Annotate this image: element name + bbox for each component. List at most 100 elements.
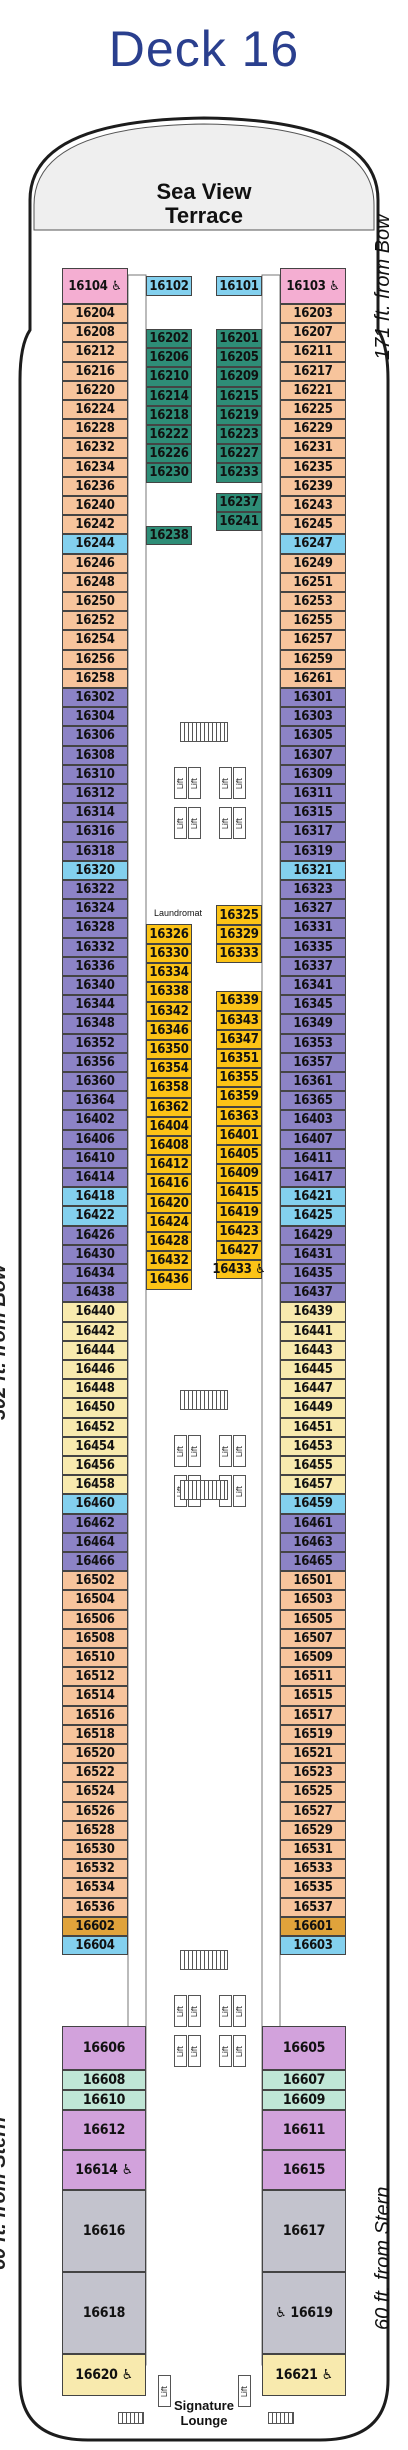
cabin-16518[interactable]: 16518 <box>62 1724 128 1744</box>
cabin-16507[interactable]: 16507 <box>280 1628 346 1648</box>
cabin-16444[interactable]: 16444 <box>62 1340 128 1360</box>
cabin-16347[interactable]: 16347 <box>216 1029 262 1049</box>
cabin-16337[interactable]: 16337 <box>280 956 346 976</box>
cabin-16519[interactable]: 16519 <box>280 1724 346 1744</box>
cabin-16442[interactable]: 16442 <box>62 1321 128 1341</box>
cabin-16418[interactable]: 16418 <box>62 1187 128 1207</box>
cabin-16516[interactable]: 16516 <box>62 1705 128 1725</box>
cabin-16615[interactable]: 16615 <box>262 2150 346 2190</box>
cabin-16441[interactable]: 16441 <box>280 1321 346 1341</box>
cabin-16101[interactable]: 16101 <box>216 276 262 296</box>
cabin-16427[interactable]: 16427 <box>216 1241 262 1261</box>
cabin-16604[interactable]: 16604 <box>62 1936 128 1956</box>
cabin-16302[interactable]: 16302 <box>62 688 128 708</box>
cabin-16414[interactable]: 16414 <box>62 1168 128 1188</box>
cabin-16609[interactable]: 16609 <box>262 2090 346 2110</box>
cabin-16307[interactable]: 16307 <box>280 745 346 765</box>
cabin-16433[interactable]: 16433 ♿ <box>212 1260 266 1280</box>
cabin-16520[interactable]: 16520 <box>62 1744 128 1764</box>
cabin-16242[interactable]: 16242 <box>62 515 128 535</box>
cabin-16342[interactable]: 16342 <box>146 1001 192 1021</box>
cabin-16224[interactable]: 16224 <box>62 400 128 420</box>
cabin-16426[interactable]: 16426 <box>62 1225 128 1245</box>
cabin-16330[interactable]: 16330 <box>146 944 192 964</box>
cabin-16102[interactable]: 16102 <box>146 276 192 296</box>
cabin-16306[interactable]: 16306 <box>62 726 128 746</box>
cabin-16203[interactable]: 16203 <box>280 304 346 324</box>
cabin-16447[interactable]: 16447 <box>280 1379 346 1399</box>
cabin-16450[interactable]: 16450 <box>62 1398 128 1418</box>
cabin-16235[interactable]: 16235 <box>280 457 346 477</box>
cabin-16504[interactable]: 16504 <box>62 1590 128 1610</box>
cabin-16351[interactable]: 16351 <box>216 1049 262 1069</box>
cabin-16462[interactable]: 16462 <box>62 1513 128 1533</box>
cabin-16225[interactable]: 16225 <box>280 400 346 420</box>
cabin-16510[interactable]: 16510 <box>62 1648 128 1668</box>
cabin-16252[interactable]: 16252 <box>62 611 128 631</box>
cabin-16325[interactable]: 16325 <box>216 905 262 925</box>
cabin-16226[interactable]: 16226 <box>146 444 192 464</box>
cabin-16536[interactable]: 16536 <box>62 1897 128 1917</box>
cabin-16229[interactable]: 16229 <box>280 419 346 439</box>
cabin-16506[interactable]: 16506 <box>62 1609 128 1629</box>
cabin-16406[interactable]: 16406 <box>62 1129 128 1149</box>
cabin-16324[interactable]: 16324 <box>62 899 128 919</box>
cabin-16251[interactable]: 16251 <box>280 572 346 592</box>
cabin-16355[interactable]: 16355 <box>216 1068 262 1088</box>
cabin-16453[interactable]: 16453 <box>280 1436 346 1456</box>
cabin-16305[interactable]: 16305 <box>280 726 346 746</box>
cabin-16336[interactable]: 16336 <box>62 956 128 976</box>
cabin-16249[interactable]: 16249 <box>280 553 346 573</box>
cabin-16354[interactable]: 16354 <box>146 1059 192 1079</box>
cabin-16434[interactable]: 16434 <box>62 1264 128 1284</box>
cabin-16608[interactable]: 16608 <box>62 2070 146 2090</box>
cabin-16362[interactable]: 16362 <box>146 1097 192 1117</box>
cabin-16318[interactable]: 16318 <box>62 841 128 861</box>
cabin-16104[interactable]: 16104 ♿ <box>62 268 128 304</box>
cabin-16533[interactable]: 16533 <box>280 1859 346 1879</box>
cabin-16219[interactable]: 16219 <box>216 405 262 425</box>
cabin-16245[interactable]: 16245 <box>280 515 346 535</box>
cabin-16222[interactable]: 16222 <box>146 425 192 445</box>
cabin-16359[interactable]: 16359 <box>216 1087 262 1107</box>
cabin-16248[interactable]: 16248 <box>62 572 128 592</box>
cabin-16605[interactable]: 16605 <box>262 2026 346 2070</box>
cabin-16346[interactable]: 16346 <box>146 1020 192 1040</box>
cabin-16361[interactable]: 16361 <box>280 1072 346 1092</box>
cabin-16514[interactable]: 16514 <box>62 1686 128 1706</box>
cabin-16240[interactable]: 16240 <box>62 496 128 516</box>
cabin-16247[interactable]: 16247 <box>280 534 346 554</box>
cabin-16466[interactable]: 16466 <box>62 1552 128 1572</box>
cabin-16446[interactable]: 16446 <box>62 1360 128 1380</box>
cabin-16528[interactable]: 16528 <box>62 1820 128 1840</box>
cabin-16610[interactable]: 16610 <box>62 2090 146 2110</box>
cabin-16401[interactable]: 16401 <box>216 1125 262 1145</box>
cabin-16451[interactable]: 16451 <box>280 1417 346 1437</box>
cabin-16223[interactable]: 16223 <box>216 425 262 445</box>
cabin-16345[interactable]: 16345 <box>280 995 346 1015</box>
cabin-16420[interactable]: 16420 <box>146 1193 192 1213</box>
cabin-16511[interactable]: 16511 <box>280 1667 346 1687</box>
cabin-16208[interactable]: 16208 <box>62 323 128 343</box>
cabin-16454[interactable]: 16454 <box>62 1436 128 1456</box>
cabin-16311[interactable]: 16311 <box>280 784 346 804</box>
cabin-16402[interactable]: 16402 <box>62 1110 128 1130</box>
cabin-16201[interactable]: 16201 <box>216 329 262 349</box>
cabin-16459[interactable]: 16459 <box>280 1494 346 1514</box>
cabin-16358[interactable]: 16358 <box>146 1078 192 1098</box>
cabin-16238[interactable]: 16238 <box>146 525 192 545</box>
cabin-16364[interactable]: 16364 <box>62 1091 128 1111</box>
cabin-16517[interactable]: 16517 <box>280 1705 346 1725</box>
cabin-16601[interactable]: 16601 <box>280 1916 346 1936</box>
cabin-16253[interactable]: 16253 <box>280 592 346 612</box>
cabin-16230[interactable]: 16230 <box>146 463 192 483</box>
cabin-16409[interactable]: 16409 <box>216 1164 262 1184</box>
cabin-16316[interactable]: 16316 <box>62 822 128 842</box>
cabin-16445[interactable]: 16445 <box>280 1360 346 1380</box>
cabin-16255[interactable]: 16255 <box>280 611 346 631</box>
cabin-16535[interactable]: 16535 <box>280 1878 346 1898</box>
cabin-16329[interactable]: 16329 <box>216 925 262 945</box>
cabin-16531[interactable]: 16531 <box>280 1840 346 1860</box>
cabin-16332[interactable]: 16332 <box>62 937 128 957</box>
cabin-16455[interactable]: 16455 <box>280 1456 346 1476</box>
